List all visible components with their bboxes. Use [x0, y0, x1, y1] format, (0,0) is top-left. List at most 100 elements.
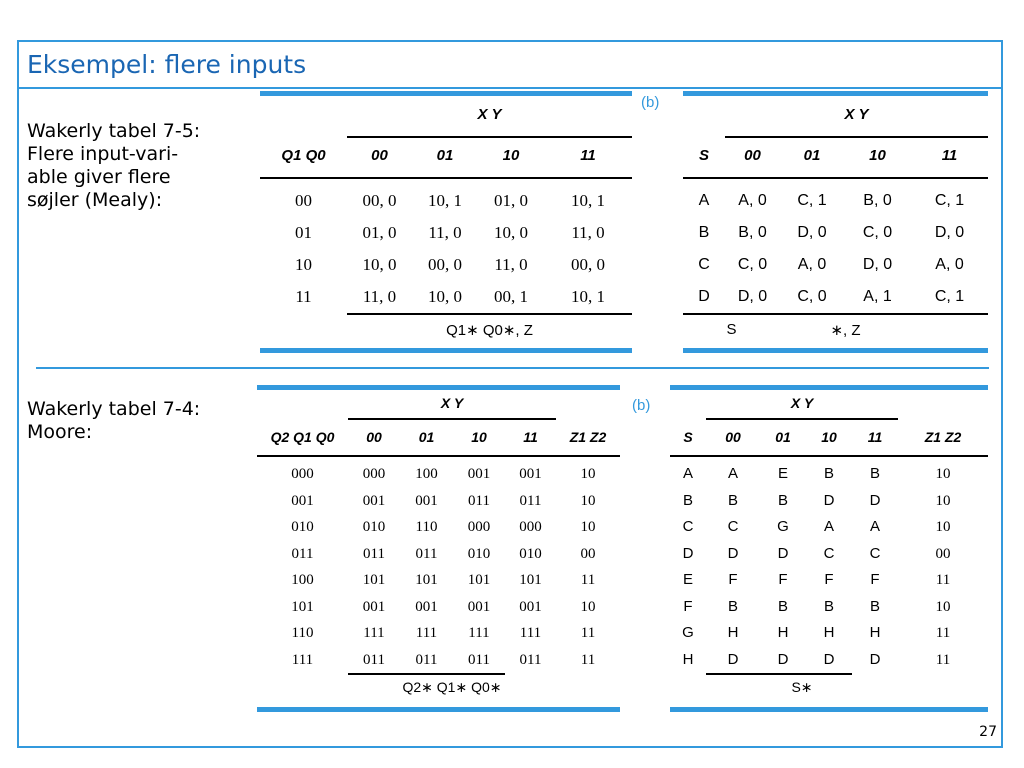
table-cell: B [869, 597, 880, 615]
table-cell: D [869, 491, 881, 509]
table-cell: 11 [935, 625, 951, 641]
table-cell: G [777, 518, 789, 535]
table-cell: 011 [291, 545, 314, 562]
column-header: 10 [502, 147, 520, 164]
table-cell: B [682, 491, 693, 509]
column-header: 00 [744, 147, 761, 164]
table-top-bar [257, 385, 620, 390]
header-underline [260, 177, 632, 179]
table-cell: D [823, 650, 835, 668]
table-cell: C, 0 [737, 256, 768, 273]
table-cell: A, 0 [738, 192, 767, 209]
group-underline [348, 418, 556, 420]
table-cell: B, 0 [738, 224, 767, 241]
table-cell: C, 1 [934, 192, 965, 209]
table-cell: 00, 1 [494, 287, 528, 306]
table-cell: 11, 0 [428, 223, 462, 242]
table-cell: 10 [580, 492, 596, 509]
table-cell: H [869, 624, 881, 641]
table-cell: 00, 0 [571, 255, 605, 274]
table-cell: 000 [519, 519, 542, 535]
table-cell: 001 [467, 466, 491, 482]
table-cell: 101 [415, 572, 438, 588]
table-cell: D [777, 544, 789, 562]
section-divider [36, 367, 989, 369]
table-cell: E [682, 571, 693, 588]
table-cell: 10 [935, 598, 951, 615]
table-cell: 111 [415, 625, 438, 641]
group-underline [725, 136, 988, 138]
table-cell: 010 [467, 545, 491, 562]
footer-line [348, 673, 505, 675]
slide-title: Eksempel: flere inputs [27, 50, 307, 79]
table-cell: 10 [935, 492, 951, 509]
table-cell: 000 [291, 466, 314, 482]
table-cell: H [682, 650, 694, 668]
table-cell: B [823, 597, 834, 615]
column-header: 10 [869, 147, 886, 164]
table-cell: D [682, 544, 694, 562]
column-header: Z1 Z2 [924, 429, 962, 445]
table-row: B B B D D 10 [670, 488, 988, 515]
table-cell: 000 [362, 466, 386, 482]
header-underline [257, 455, 620, 457]
table-cell: B [727, 491, 738, 509]
table-cell: F [870, 571, 880, 588]
table-cell: 10 [935, 466, 951, 482]
table-cell: 011 [519, 651, 542, 668]
caption-line: søjler (Mealy): [27, 189, 163, 211]
table-cell: 11 [295, 287, 312, 306]
column-group-header: X Y [844, 106, 869, 123]
table-cell: F [728, 571, 738, 588]
table-cell: A, 1 [863, 288, 892, 305]
table-cell: 01, 0 [494, 191, 528, 210]
table-cell: 11 [580, 651, 596, 668]
footer-line [706, 673, 852, 675]
table-cell: D [869, 650, 881, 668]
table-cell: D, 0 [934, 224, 965, 241]
table-cell: 011 [363, 545, 385, 562]
table-cell: 11 [580, 625, 596, 641]
table-cell: F [824, 571, 834, 588]
table-cell: 001 [291, 492, 314, 509]
table-cell: 011 [519, 492, 542, 509]
table-cell: 10 [580, 598, 596, 615]
table-cell: 10 [295, 255, 312, 274]
table-cell: 10, 0 [362, 255, 397, 274]
table-cell: 000 [467, 519, 491, 535]
footer-line [683, 313, 988, 315]
table-cell: H [777, 624, 789, 641]
table-top-bar [260, 91, 632, 96]
table-cell: B [777, 491, 788, 509]
table-cell: 00 [935, 545, 951, 562]
column-header: S [683, 429, 693, 445]
table-cell: 11, 0 [362, 287, 397, 306]
table-cell: 10, 1 [428, 191, 462, 210]
table-cell: 00 [580, 545, 596, 562]
table-cell: A [823, 518, 834, 535]
column-header: Z1 Z2 [569, 429, 607, 445]
table-cell: 10 [580, 466, 596, 482]
title-divider [17, 87, 1003, 89]
table-cell: 011 [468, 651, 490, 668]
table-cell: D [823, 491, 835, 509]
table-cell: B [777, 597, 788, 615]
table-cell: C, 1 [934, 288, 965, 305]
table-cell: 001 [467, 598, 491, 615]
column-header: 00 [366, 429, 382, 445]
